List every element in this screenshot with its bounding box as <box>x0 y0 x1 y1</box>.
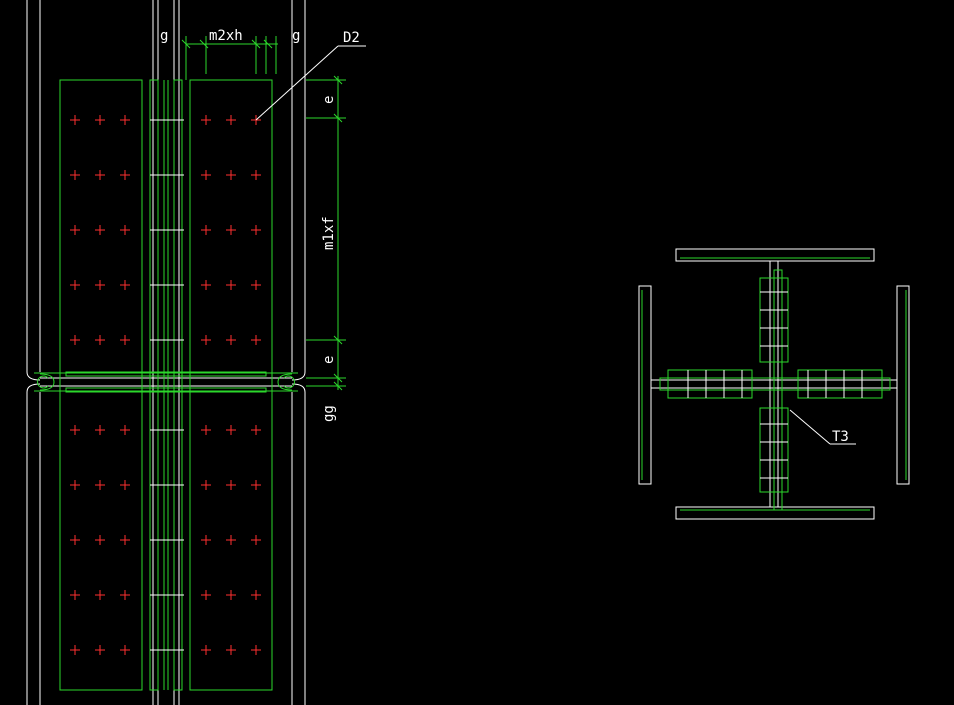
gap-right-label: g <box>292 28 300 44</box>
t3-leader <box>789 409 856 445</box>
dimension-lines <box>181 36 346 391</box>
web-bolt-group <box>150 119 184 651</box>
bolt-spacing-h-label: m2xh <box>209 28 243 44</box>
gap-left-label: g <box>160 28 168 44</box>
cross-column-section: T3 <box>638 248 910 520</box>
flange-bolt-group <box>70 115 261 655</box>
section-bolt-group <box>687 291 863 479</box>
bolt-spacing-v-label: m1xf <box>321 216 337 250</box>
section-callout-label: T3 <box>832 429 849 445</box>
joint-gap-label: gg <box>321 405 337 422</box>
column-outline <box>26 0 306 705</box>
edge-top-label: e <box>321 96 337 104</box>
section-splice-plates <box>659 269 891 511</box>
splice-plates <box>34 79 298 691</box>
bolt-callout-label: D2 <box>343 30 360 46</box>
edge-bottom-label: e <box>321 356 337 364</box>
d2-leader <box>255 45 366 121</box>
column-splice-elevation: g m2xh g D2 e m1xf e gg <box>26 0 366 705</box>
